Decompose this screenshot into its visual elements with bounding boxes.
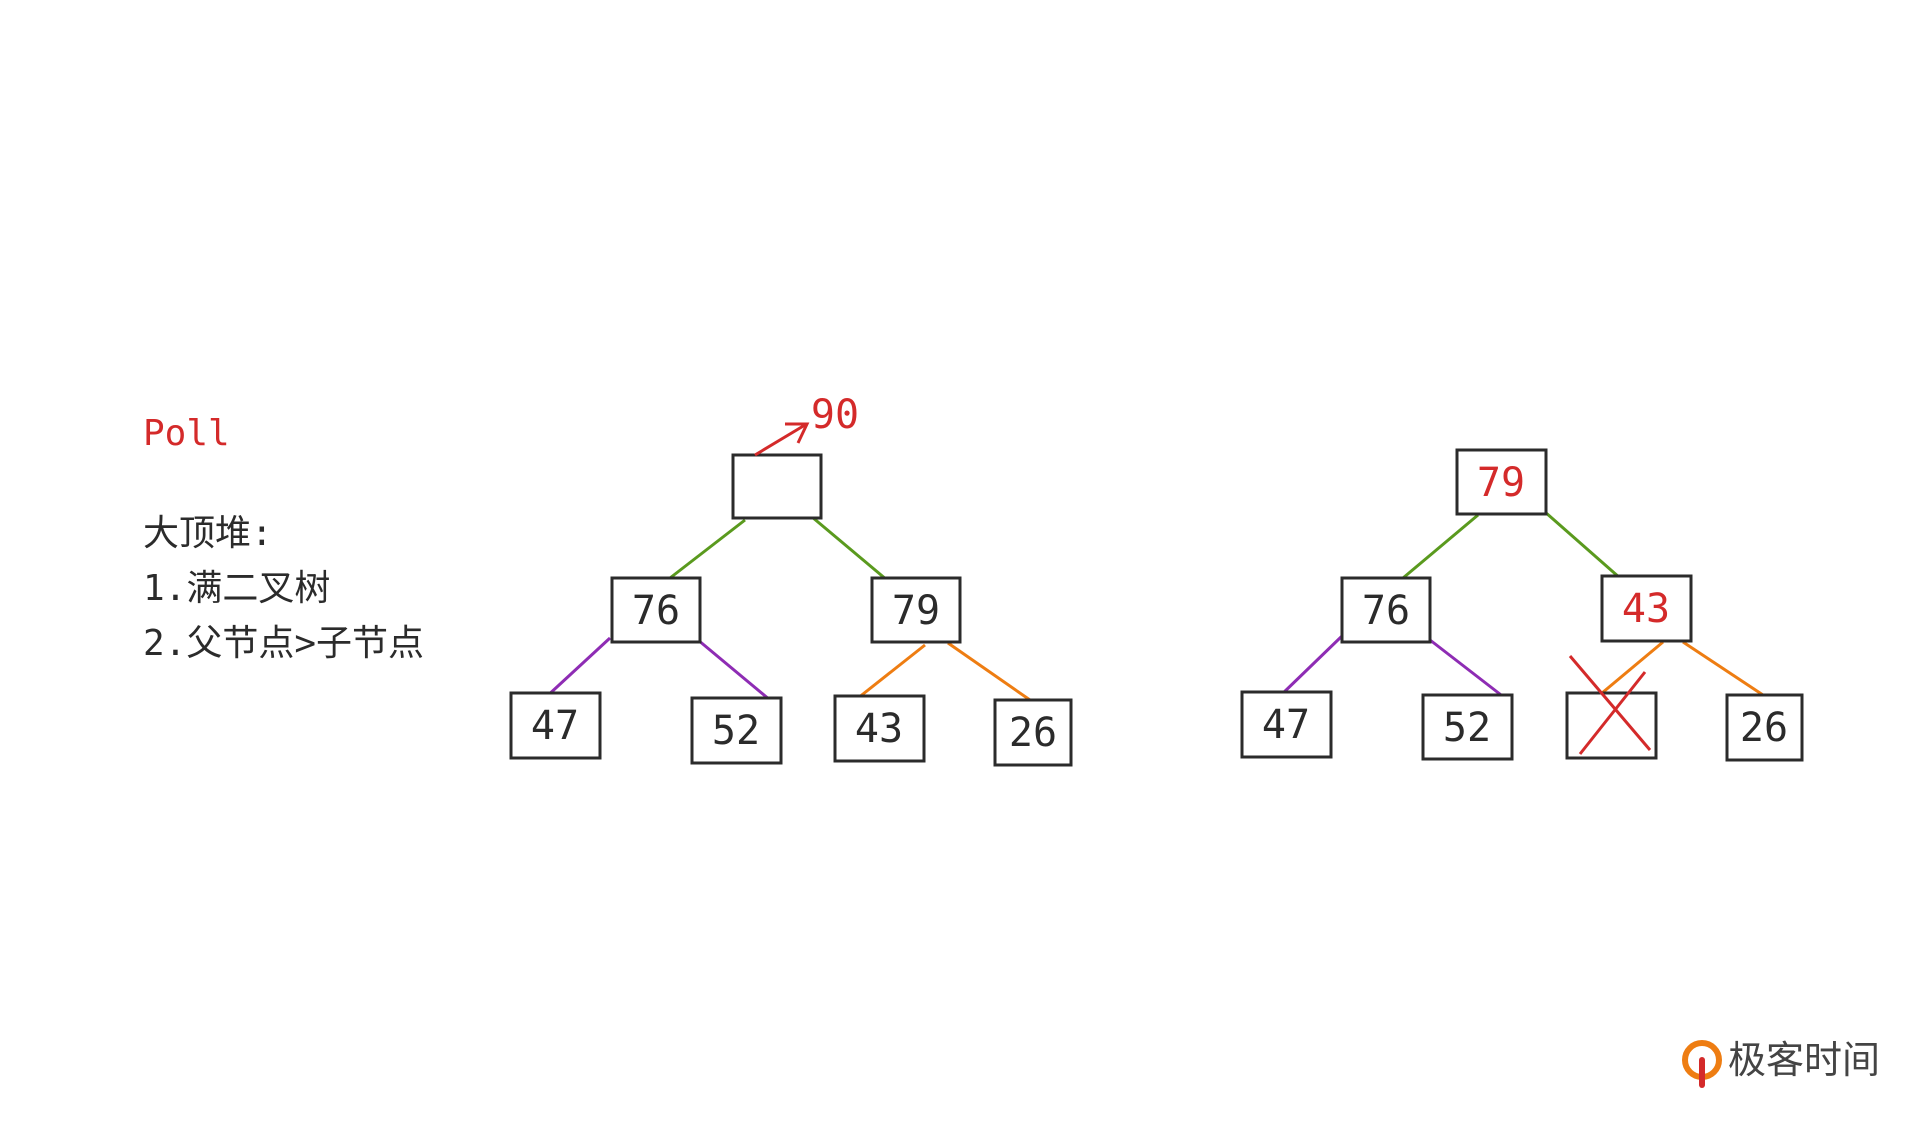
edge-76-47 bbox=[543, 636, 612, 700]
notes-line-3: 2.父节点>子节点 bbox=[143, 623, 424, 664]
before-node-79 bbox=[870, 576, 962, 644]
after-node-43-label: 43 bbox=[1622, 586, 1670, 632]
edge-79-26 bbox=[947, 641, 1031, 702]
pop-arrow-icon bbox=[754, 422, 810, 457]
notes-block: Poll 大顶堆: 1.满二叉树 2.父节点>子节点 bbox=[143, 413, 424, 664]
edge-after-root-right bbox=[1544, 510, 1621, 580]
after-root-label: 79 bbox=[1477, 460, 1525, 506]
notes-title: Poll bbox=[143, 413, 230, 454]
before-node-43 bbox=[833, 694, 926, 763]
after-root-node bbox=[1455, 448, 1548, 516]
before-node-47-label: 47 bbox=[531, 703, 579, 749]
edge-root-right bbox=[811, 515, 888, 582]
before-node-76-label: 76 bbox=[632, 588, 680, 634]
edge-after-43-26 bbox=[1682, 640, 1764, 697]
after-node-26 bbox=[1725, 693, 1804, 762]
after-node-47-label: 47 bbox=[1262, 702, 1310, 748]
before-node-26-label: 26 bbox=[1009, 710, 1057, 756]
after-node-52 bbox=[1421, 693, 1514, 761]
before-node-43-label: 43 bbox=[855, 706, 903, 752]
edge-after-76-47 bbox=[1278, 634, 1344, 698]
before-node-26 bbox=[993, 698, 1073, 767]
edge-root-left bbox=[669, 518, 746, 580]
edge-after-root-left bbox=[1402, 513, 1479, 580]
brand-name: 极客时间 bbox=[1728, 1038, 1880, 1082]
notes-line-2: 1.满二叉树 bbox=[143, 568, 330, 609]
after-tree: 79 76 43 47 52 26 bbox=[1240, 448, 1804, 762]
before-node-52-label: 52 bbox=[712, 708, 760, 754]
edge-76-52 bbox=[697, 638, 771, 702]
before-node-79-label: 79 bbox=[892, 588, 940, 634]
edge-after-76-52 bbox=[1429, 638, 1506, 700]
before-node-47 bbox=[509, 691, 602, 760]
before-node-76 bbox=[610, 576, 702, 644]
after-node-76-label: 76 bbox=[1362, 588, 1410, 634]
before-root-node bbox=[731, 453, 823, 520]
removed-cross-icon bbox=[1568, 655, 1652, 755]
after-node-26-label: 26 bbox=[1740, 705, 1788, 751]
before-tree: 90 76 79 47 52 43 26 bbox=[509, 392, 1073, 767]
after-node-52-label: 52 bbox=[1443, 705, 1491, 751]
after-node-43 bbox=[1600, 574, 1693, 643]
brand-logo: 极客时间 bbox=[1682, 1038, 1880, 1088]
after-node-76 bbox=[1340, 576, 1432, 644]
after-node-47 bbox=[1240, 690, 1333, 759]
edge-after-43-removed bbox=[1601, 640, 1664, 695]
before-node-52 bbox=[690, 696, 783, 765]
edge-79-43 bbox=[857, 643, 926, 700]
popped-value: 90 bbox=[811, 392, 859, 438]
brand-logo-icon bbox=[1682, 1040, 1722, 1088]
notes-line-1: 大顶堆: bbox=[143, 513, 273, 554]
